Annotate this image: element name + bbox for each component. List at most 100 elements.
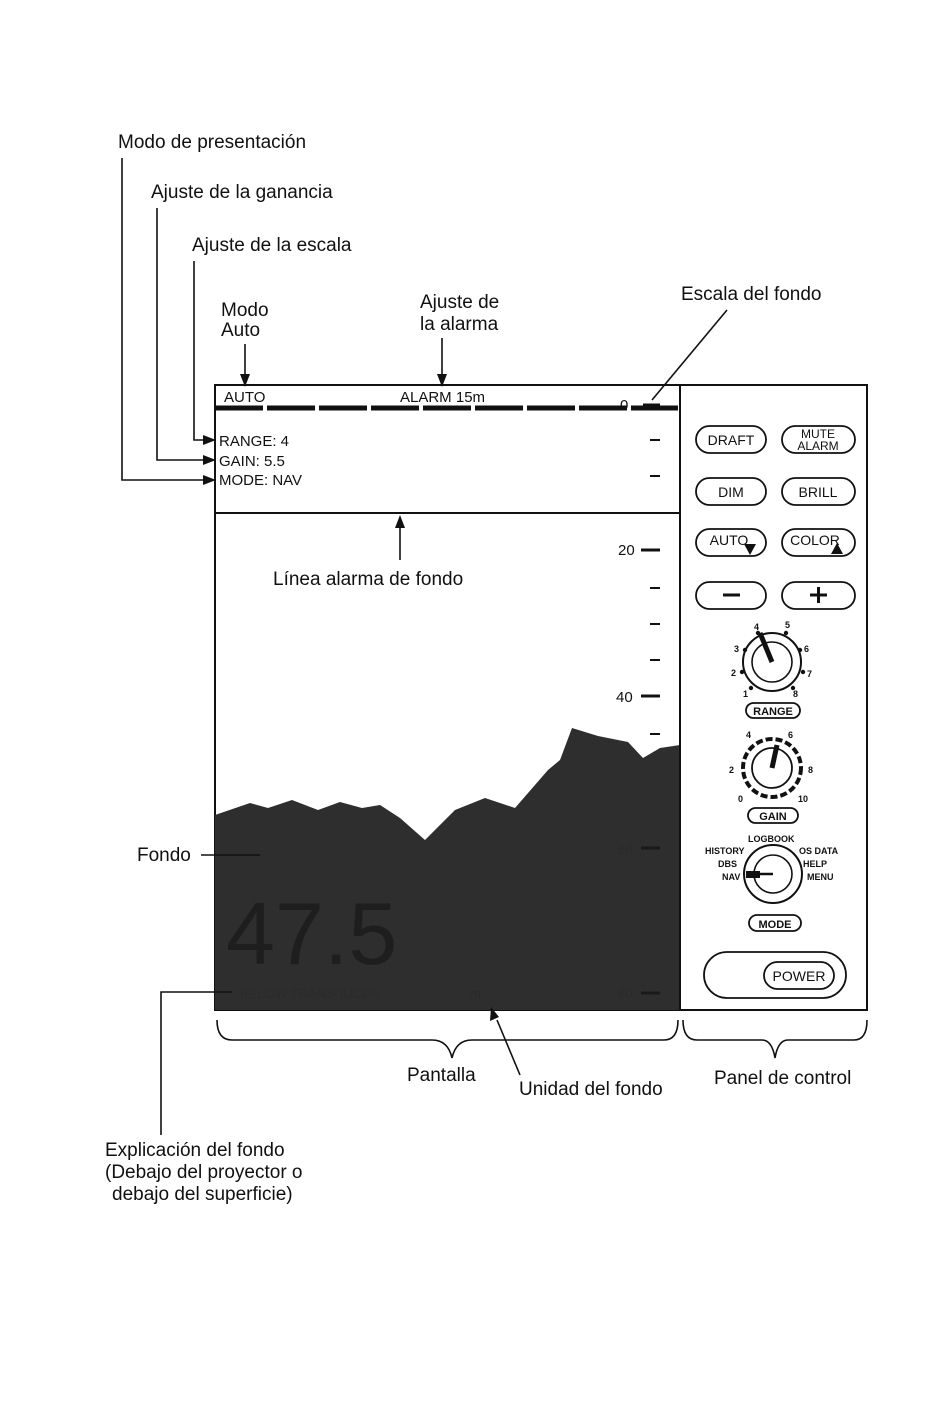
arrowhead-icon (395, 515, 405, 528)
range-tick-dots (739, 630, 806, 691)
callout-linea-alarma: Línea alarma de fondo (273, 569, 463, 590)
callout-fondo: Fondo (137, 845, 191, 866)
seabed-echo (215, 728, 680, 1010)
auto-button[interactable]: AUTO (695, 528, 767, 557)
gain-label: GAIN (759, 811, 787, 823)
power-button[interactable]: POWER (703, 951, 847, 999)
gain-tick-label: 2 (729, 765, 734, 775)
callout-explicacion-1: Explicación del fondo (105, 1140, 285, 1161)
range-label-badge: RANGE (745, 702, 801, 719)
gain-tick-label: 6 (788, 730, 793, 740)
down-triangle-icon (744, 544, 756, 555)
range-tick-label: 1 (743, 689, 748, 699)
range-knob[interactable]: 1 2 3 4 5 6 7 8 (731, 620, 812, 699)
mode-option-history: HISTORY (705, 846, 745, 856)
callout-modo-presentacion: Modo de presentación (118, 132, 306, 153)
mode-label-badge: MODE (748, 914, 802, 932)
callout-modo-auto-2: Auto (221, 320, 260, 341)
control-panel: DRAFT MUTE ALARM DIM BRILL AUTO COLOR (679, 384, 868, 1011)
mode-knob-pointer (746, 871, 760, 878)
scale-60: 60 (618, 842, 632, 857)
gain-tick-label: 8 (808, 765, 813, 775)
gain-knob-pointer (769, 744, 780, 769)
mode-indicator: AUTO (224, 389, 265, 406)
scale-80: 80 (618, 986, 632, 1001)
scale-zero: 0 (620, 397, 628, 414)
range-knob-pointer (757, 632, 775, 663)
range-tick-label: 5 (785, 620, 790, 630)
mode-option-help: HELP (803, 859, 827, 869)
pantalla-brace (216, 1019, 679, 1059)
mode-option-menu: MENU (807, 872, 834, 882)
depth-caption: BELOW TRANSDUCER (240, 986, 381, 1001)
dim-button[interactable]: DIM (695, 477, 767, 506)
mode-option-nav: NAV (722, 872, 740, 882)
arrowhead-icon (203, 475, 216, 485)
display-screen: AUTO ALARM 15m 0 RANGE: 4 GAIN: 5.5 MODE… (214, 384, 681, 1011)
range-tick-label: 8 (793, 689, 798, 699)
draft-label: DRAFT (708, 432, 755, 448)
color-button[interactable]: COLOR (781, 528, 856, 557)
mute-label: MUTE (801, 427, 835, 441)
arrowhead-icon (490, 1007, 499, 1021)
leader-line (496, 1019, 521, 1076)
depth-readout: 47.5 (226, 884, 397, 983)
scale-40: 40 (616, 689, 633, 706)
leader-line (651, 309, 728, 401)
arrowhead-icon (240, 374, 250, 387)
leader-line (160, 991, 232, 1135)
arrowhead-icon (437, 374, 447, 387)
mode-readout: MODE: NAV (219, 472, 302, 489)
range-tick-label: 3 (734, 644, 739, 654)
minus-button[interactable] (695, 581, 767, 610)
callout-pantalla: Pantalla (407, 1065, 476, 1086)
leader-line (193, 261, 205, 441)
callout-escala-fondo: Escala del fondo (681, 284, 822, 305)
draft-button[interactable]: DRAFT (695, 425, 767, 454)
power-label: POWER (773, 968, 826, 984)
brill-button[interactable]: BRILL (781, 477, 856, 506)
callout-ajuste-escala: Ajuste de la escala (192, 235, 352, 256)
range-label: RANGE (753, 706, 793, 718)
mode-option-logbook: LOGBOOK (748, 834, 795, 844)
gain-knob[interactable]: 0 2 4 6 8 10 (729, 730, 813, 804)
callout-ajuste-ganancia: Ajuste de la ganancia (151, 182, 333, 203)
range-readout: RANGE: 4 (219, 433, 289, 450)
mode-option-osdata: OS DATA (799, 846, 839, 856)
range-tick-label: 4 (754, 622, 759, 632)
auto-label: AUTO (710, 532, 749, 548)
panel-brace (682, 1019, 868, 1059)
arrowhead-icon (203, 455, 216, 465)
callout-ajuste-alarma-1: Ajuste de (420, 292, 499, 313)
callout-explicacion-2: (Debajo del proyector o (105, 1162, 303, 1183)
mode-knob[interactable]: LOGBOOK HISTORY DBS NAV OS DATA HELP MEN… (705, 834, 839, 904)
mode-label: MODE (759, 919, 792, 931)
mute-alarm-button[interactable]: MUTE ALARM (781, 425, 856, 454)
gain-readout: GAIN: 5.5 (219, 453, 285, 470)
gain-knob-scale (741, 737, 803, 799)
range-tick-label: 2 (731, 668, 736, 678)
plus-button[interactable] (781, 581, 856, 610)
callout-explicacion-3: debajo del superficie) (112, 1184, 293, 1205)
leader-line (156, 208, 205, 461)
range-tick-label: 6 (804, 644, 809, 654)
callout-ajuste-alarma-2: la alarma (420, 314, 499, 335)
up-triangle-icon (831, 543, 843, 554)
power-key (763, 961, 835, 990)
gain-label-badge: GAIN (747, 807, 799, 824)
mode-option-dbs: DBS (718, 859, 737, 869)
alarm-setting: ALARM 15m (400, 389, 485, 406)
gain-tick-label: 4 (746, 730, 751, 740)
alarm-label: ALARM (797, 439, 838, 453)
callout-unidad-fondo: Unidad del fondo (519, 1079, 663, 1100)
range-tick-label: 7 (807, 669, 812, 679)
arrowhead-icon (203, 435, 216, 445)
brill-label: BRILL (799, 484, 838, 500)
depth-unit: m (470, 986, 481, 1001)
scale-20: 20 (618, 542, 635, 559)
gain-tick-label: 10 (798, 794, 808, 804)
leader-line (121, 158, 205, 481)
callout-panel-control: Panel de control (714, 1068, 851, 1089)
